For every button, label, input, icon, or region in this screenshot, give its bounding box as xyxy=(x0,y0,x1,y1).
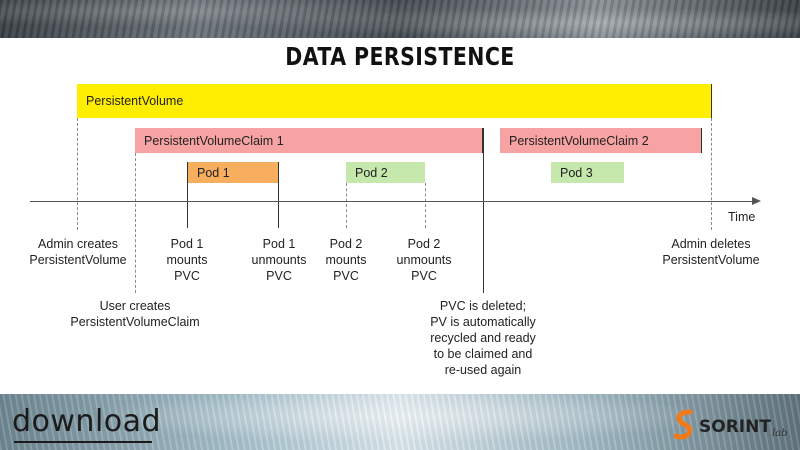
pod1-unmount-line xyxy=(278,183,279,228)
time-axis xyxy=(30,201,755,202)
sorint-logo-text: SORINT xyxy=(699,417,771,437)
footer-banner-image xyxy=(0,394,800,450)
sorint-logo: SORINT lab xyxy=(672,409,788,441)
event-pod2-mounts: Pod 2 mounts PVC xyxy=(325,237,367,283)
admin-deletes-line xyxy=(711,118,712,230)
event-pod2-unmounts: Pod 2 unmounts PVC xyxy=(396,237,452,283)
admin-creates-line xyxy=(77,118,78,230)
event-pvc-deleted: PVC is deleted; PV is automatically recy… xyxy=(430,299,536,377)
event-user-creates: User creates PersistentVolumeClaim xyxy=(70,299,200,329)
persistent-volume-bar: PersistentVolume xyxy=(77,84,712,118)
time-axis-arrow xyxy=(752,197,761,205)
page-title: DATA PERSISTENCE xyxy=(285,42,515,71)
event-admin-creates: Admin creates PersistentVolume xyxy=(29,237,127,267)
pod1-mount-line xyxy=(187,183,188,228)
sorint-logo-icon xyxy=(673,409,693,440)
download-logo: download xyxy=(12,404,162,439)
pod3-bar: Pod 3 xyxy=(551,162,624,183)
pvc2-bar: PersistentVolumeClaim 2 xyxy=(500,128,702,153)
time-axis-label: Time xyxy=(728,210,756,224)
pod2-bar: Pod 2 xyxy=(346,162,425,183)
download-logo-underline xyxy=(14,441,152,443)
pod1-bar: Pod 1 xyxy=(187,162,279,183)
event-pod1-unmounts: Pod 1 unmounts PVC xyxy=(251,237,307,283)
header-banner-image xyxy=(0,0,800,38)
pod2-mount-line xyxy=(346,183,347,228)
pod2-unmount-line xyxy=(425,183,426,228)
sorint-logo-sub: lab xyxy=(771,428,788,439)
user-creates-line xyxy=(135,153,136,293)
event-admin-deletes: Admin deletes PersistentVolume xyxy=(662,237,760,267)
pvc-deleted-line xyxy=(483,128,484,293)
pvc1-bar: PersistentVolumeClaim 1 xyxy=(135,128,483,153)
event-pod1-mounts: Pod 1 mounts PVC xyxy=(166,237,208,283)
